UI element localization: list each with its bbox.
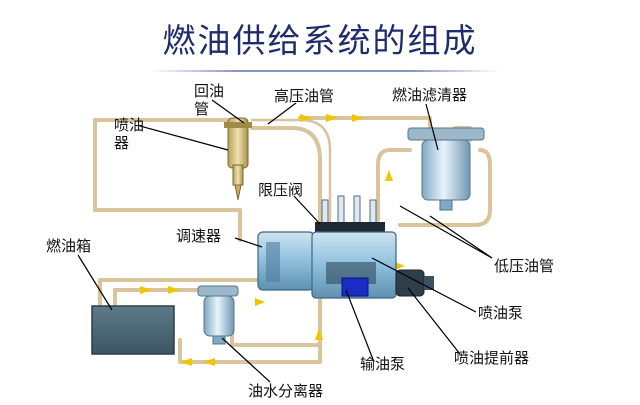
flow-arrow xyxy=(395,262,405,270)
leader-line xyxy=(267,102,297,125)
flow-arrow xyxy=(352,114,364,122)
flow-arrow xyxy=(180,358,192,366)
leader-lines xyxy=(77,99,493,383)
label-injection-pump: 喷油泵 xyxy=(478,304,524,322)
injector xyxy=(224,117,252,201)
injection-pump-assembly xyxy=(257,195,434,299)
label-fuel-filter: 燃油滤清器 xyxy=(392,86,468,104)
flow-arrow xyxy=(300,114,312,122)
leader-line xyxy=(371,257,477,313)
transfer-pump-body xyxy=(341,277,369,297)
flow-arrow xyxy=(326,114,338,122)
water-separator xyxy=(197,285,239,345)
leader-line xyxy=(139,125,229,151)
high-pressure-pipe-line xyxy=(250,126,322,227)
flow-arrow xyxy=(315,328,323,340)
fuel-filter xyxy=(407,127,485,211)
flow-arrow xyxy=(140,286,152,294)
flow-arrow xyxy=(385,170,393,181)
label-injector: 喷油器 xyxy=(114,116,145,152)
leader-line xyxy=(425,103,439,151)
label-fuel-tank: 燃油箱 xyxy=(46,237,92,255)
flow-arrow xyxy=(255,298,265,306)
flow-arrow xyxy=(203,358,215,366)
leader-line xyxy=(429,215,493,259)
label-governor: 调速器 xyxy=(176,227,222,245)
label-transfer-pump: 输油泵 xyxy=(360,355,406,373)
label-pressure-limit-valve: 限压阀 xyxy=(258,181,304,199)
low-pressure-loop xyxy=(398,148,492,227)
leader-line xyxy=(221,337,271,383)
leader-line xyxy=(293,195,321,225)
label-high-pressure-pipe: 高压油管 xyxy=(274,87,335,105)
leader-line xyxy=(399,205,493,259)
leader-line xyxy=(77,254,113,311)
leader-line xyxy=(211,99,245,124)
label-water-separator: 油水分离器 xyxy=(248,382,324,400)
title-underline xyxy=(150,70,500,72)
page-title: 燃油供给系统的组成 xyxy=(162,21,478,60)
label-low-pressure-pipe: 低压油管 xyxy=(494,257,555,275)
leader-line xyxy=(407,287,461,355)
leader-line xyxy=(345,289,375,363)
label-return-pipe: 回油管 xyxy=(194,82,225,118)
flow-arrow xyxy=(168,286,180,294)
leader-line xyxy=(234,237,263,248)
fuel-tank xyxy=(91,305,175,355)
label-injection-advancer: 喷油提前器 xyxy=(454,349,530,367)
